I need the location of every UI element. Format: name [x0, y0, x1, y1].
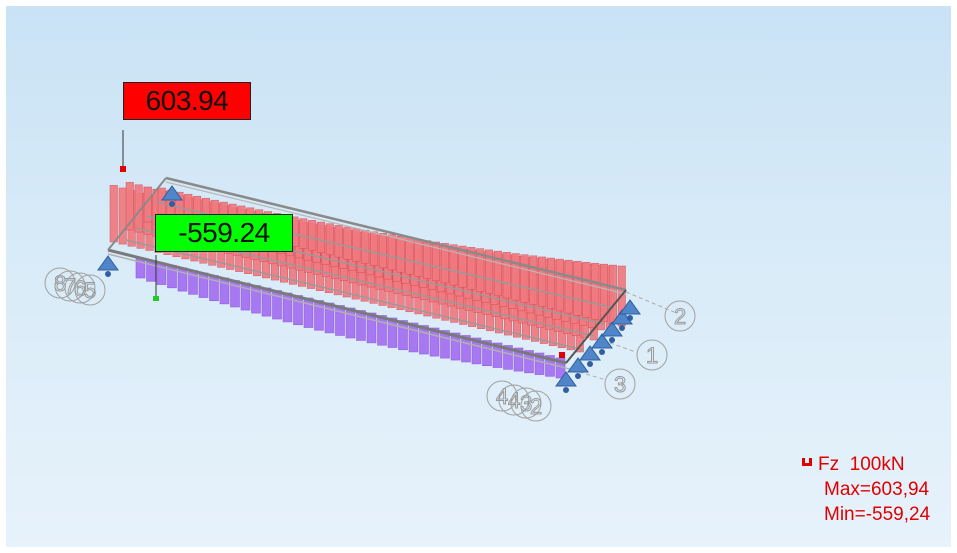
svg-text:4: 4	[508, 388, 520, 413]
fz-symbol-icon	[802, 458, 812, 466]
svg-text:8: 8	[54, 271, 66, 296]
legend-title: Fz 100kN	[802, 452, 930, 477]
svg-text:2: 2	[674, 304, 686, 329]
svg-text:2: 2	[530, 394, 542, 419]
beam-members[interactable]	[107, 176, 675, 381]
min-value-flag: -559.24	[155, 214, 293, 252]
legend-max: Max=603,94	[824, 479, 930, 500]
max-marker	[120, 130, 126, 172]
svg-text:3: 3	[614, 372, 626, 397]
legend-quantity: Fz	[818, 454, 840, 475]
end-max-marker	[559, 352, 565, 358]
svg-text:4: 4	[496, 384, 508, 409]
legend-min: Min=-559,24	[824, 504, 931, 525]
max-value-flag: 603.94	[123, 82, 251, 120]
svg-text:1: 1	[646, 343, 658, 368]
diagram-legend: Fz 100kN Max=603,94 Min=-559,24	[802, 452, 930, 527]
svg-text:5: 5	[84, 278, 96, 303]
support-wedge-icon	[97, 185, 641, 393]
legend-unit: 100kN	[849, 454, 905, 475]
min-marker	[153, 255, 159, 301]
svg-text:3: 3	[520, 391, 532, 416]
